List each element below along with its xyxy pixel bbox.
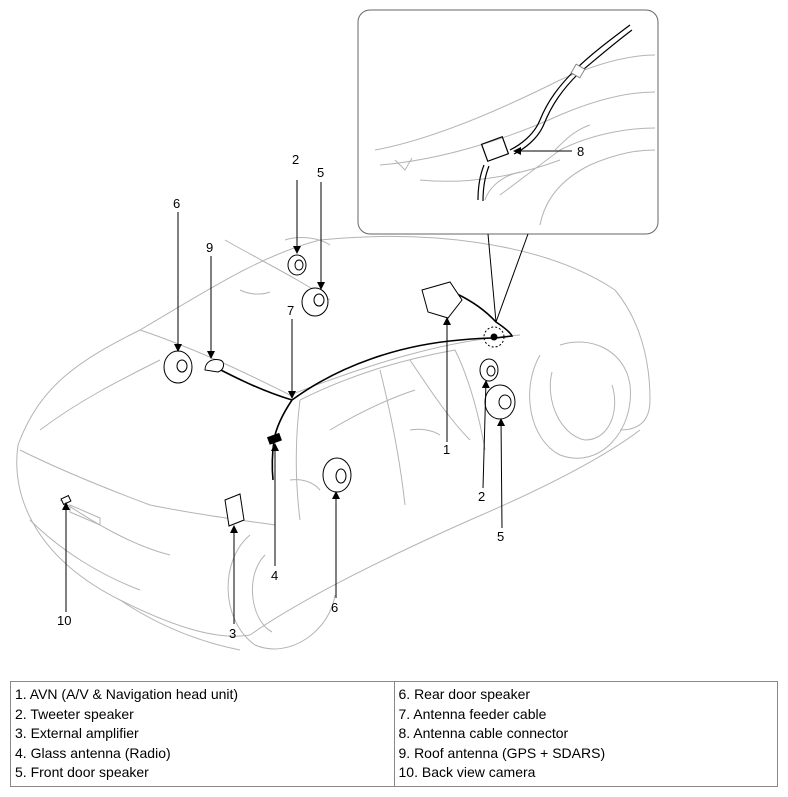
car-audio-system-diagram: 6 9 2 5 7 1 2 5 4 3 6 10 8: [16, 9, 659, 651]
rear-door-speaker-right: [322, 457, 352, 493]
callout-6-rear: 6: [173, 196, 180, 211]
roof-antenna: [204, 359, 225, 373]
legend-item-2: 2. Tweeter speaker: [15, 705, 134, 722]
legend-item-8: 8. Antenna cable connector: [398, 725, 569, 741]
callout-1: 1: [443, 442, 450, 457]
antenna-cable-connector-dot: [490, 333, 498, 341]
rear-door-speaker-left: [163, 350, 193, 384]
callout-8: 8: [577, 144, 584, 159]
avn-head-unit: [421, 281, 463, 319]
callout-5-front: 5: [497, 529, 504, 544]
antenna-wiring: [214, 292, 514, 481]
legend-column-left: 1. AVN (A/V & Navigation head unit) 2. T…: [10, 681, 395, 787]
car-body-outline: [16, 236, 651, 651]
tweeter-speaker-rear: [287, 254, 307, 276]
legend-item-5: 5. Front door speaker: [15, 764, 149, 780]
legend-item-4: 4. Glass antenna (Radio): [15, 744, 171, 761]
legend-item-7: 7. Antenna feeder cable: [398, 705, 547, 722]
front-door-speaker-left: [301, 287, 329, 317]
legend-item-1: 1. AVN (A/V & Navigation head unit): [15, 686, 239, 702]
glass-antenna: [266, 432, 282, 445]
callout-10: 10: [57, 613, 71, 628]
callout-5-rear: 5: [317, 165, 324, 180]
callout-2-rear: 2: [292, 152, 299, 167]
inset-detail-box: [357, 9, 659, 235]
callout-3: 3: [229, 626, 236, 641]
callout-2-front: 2: [478, 489, 485, 504]
callout-leaders: [62, 147, 572, 624]
callout-7: 7: [287, 303, 294, 318]
legend-item-10: 10. Back view camera: [398, 764, 536, 780]
legend-item-9: 9. Roof antenna (GPS + SDARS): [398, 744, 606, 761]
front-door-speaker-right: [484, 384, 516, 420]
inset-leader-lines: [483, 233, 529, 348]
legend-item-6: 6. Rear door speaker: [398, 686, 531, 702]
external-amplifier: [224, 493, 245, 527]
tweeter-speaker-front: [479, 358, 499, 382]
legend-item-3: 3. External amplifier: [15, 725, 139, 741]
legend-column-right: 6. Rear door speaker 7. Antenna feeder c…: [393, 681, 778, 787]
callout-4: 4: [271, 568, 278, 583]
callout-6-front: 6: [331, 600, 338, 615]
callout-9: 9: [206, 240, 213, 255]
component-legend-table: 1. AVN (A/V & Navigation head unit) 2. T…: [10, 681, 778, 787]
